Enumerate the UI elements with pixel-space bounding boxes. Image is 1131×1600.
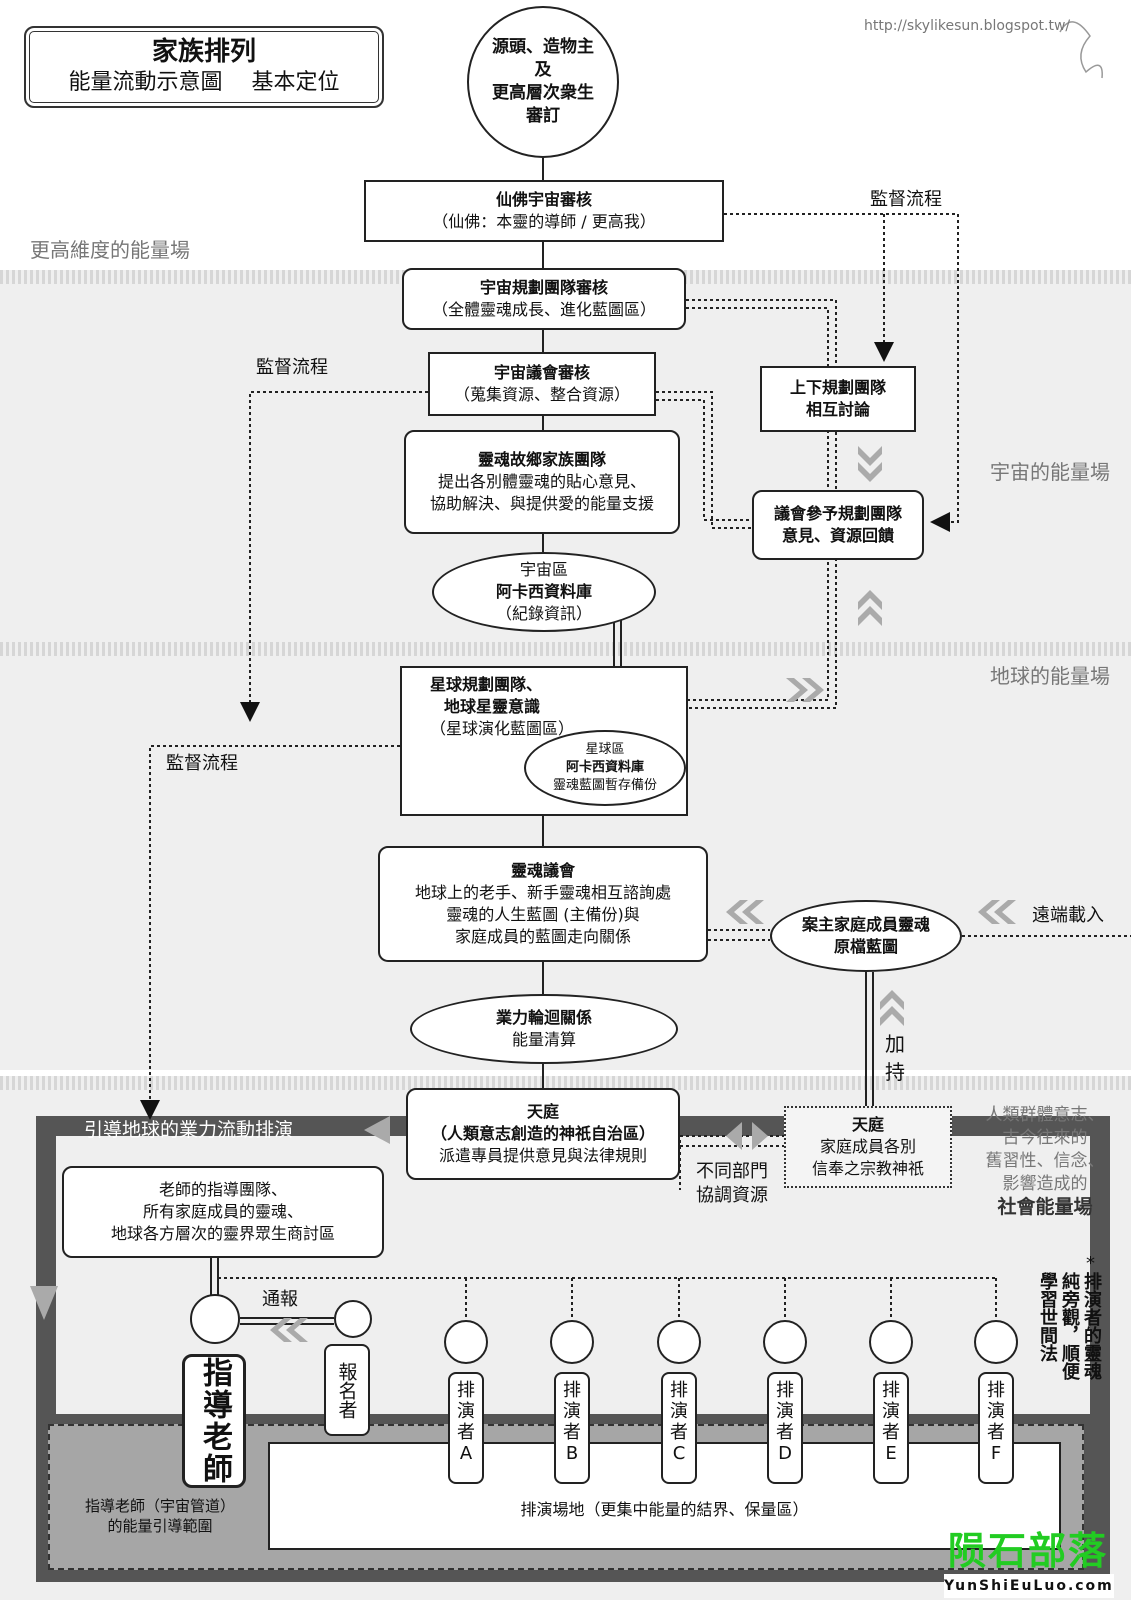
diagram-subtitle: 能量流動示意圖 基本定位 xyxy=(68,70,340,95)
heaven-court-box: 天庭（人類意志創造的神祇自治區）派遣專員提供意見與法律規則 xyxy=(406,1088,680,1180)
note-column-3: 學習世間法 xyxy=(1037,1272,1058,1362)
stage-area-label: 排演場地（更集中能量的結界、保量區） xyxy=(520,1500,809,1519)
cosmic-council-box: 宇宙議會審核（蒐集資源、整合資源） xyxy=(428,352,656,416)
teacher-guidance-team-box: 老師的指導團隊、所有家庭成員的靈魂、地球各方層次的靈界眾生商討區 xyxy=(62,1166,384,1258)
note-column-2: 純旁觀，順便 xyxy=(1059,1272,1080,1380)
karma-reincarnation-ellipse: 業力輪迴關係能量清算 xyxy=(410,994,678,1064)
council-feedback-box: 議會參予規劃團隊意見、資源回饋 xyxy=(752,490,924,560)
client-family-soul-blueprint-ellipse: 案主家庭成員靈魂原檔藍圖 xyxy=(770,900,962,972)
notify-label: 通報 xyxy=(262,1289,298,1310)
immortal-cosmic-review-box: 仙佛宇宙審核（仙佛：本靈的導師 / 更高我） xyxy=(364,180,724,242)
watermark-url: http://skylikesun.blogspot.tw/ xyxy=(864,18,1071,34)
soul-hometown-family-team-box: 靈魂故鄉家族團隊 提出各別體靈魂的貼心意見、協助解決、與提供愛的能量支援 xyxy=(404,430,680,534)
note-column-1: 排演者的靈魂 xyxy=(1081,1272,1102,1380)
akashic-records-cosmic-ellipse: 宇宙區阿卡西資料庫（紀錄資訊） xyxy=(432,552,656,632)
cosmic-planning-team-box: 宇宙規劃團隊審核（全體靈魂成長、進化藍圖區） xyxy=(402,268,686,330)
supervision-label-b: 監督流程 xyxy=(256,357,328,378)
brand-url: YunShiEuLuo.com xyxy=(944,1574,1114,1598)
akashic-records-planet-ellipse: 星球區阿卡西資料庫靈魂藍圖暫存備份 xyxy=(524,730,686,806)
registrant-head xyxy=(334,1300,372,1338)
soul-council-box: 靈魂議會 地球上的老手、新手靈魂相互諮詢處靈魂的人生藍圖 (主備份)與家庭成員的… xyxy=(378,846,708,962)
teacher-range-label: 指導老師（宇宙管道）的能量引導範圍 xyxy=(84,1497,235,1535)
zone-cosmic-label: 宇宙的能量場 xyxy=(990,460,1110,484)
social-energy-field-note: 人類群體意志、古今往來的 舊習性、信念、影響造成的 社會能量場 xyxy=(985,1105,1105,1218)
zone-higher-label: 更高維度的能量場 xyxy=(30,238,190,262)
supervision-label-a: 監督流程 xyxy=(870,189,942,210)
title-block: 家族排列 能量流動示意圖 基本定位 xyxy=(24,26,384,108)
zone-divider-middle xyxy=(0,642,1131,656)
zone-earth-label: 地球的能量場 xyxy=(990,664,1110,688)
guide-teacher-body: 指導老師 xyxy=(182,1354,246,1488)
heaven-family-gods-box: 天庭家庭成員各別信奉之宗教神祇 xyxy=(784,1106,952,1188)
remote-load-label: 遠端載入 xyxy=(1032,905,1104,926)
brand-logo-text: 陨石部落 xyxy=(948,1529,1109,1573)
diagram-title: 家族排列 xyxy=(151,37,256,67)
guide-teacher-head xyxy=(190,1294,240,1344)
department-coordination-label: 不同部門協調資源 xyxy=(696,1161,768,1206)
guide-earth-karma-label: 引導地球的業力流動排演 xyxy=(84,1119,294,1141)
source-creator-circle: 源頭、造物主及 更高層次衆生審訂 xyxy=(467,6,619,158)
zone-divider-bottom xyxy=(0,1076,1131,1090)
note-asterisk: * xyxy=(1086,1253,1095,1274)
planning-teams-discussion-box: 上下規劃團隊相互討論 xyxy=(760,366,916,432)
registrant-body: 報名者 xyxy=(324,1344,370,1436)
supervision-label-c: 監督流程 xyxy=(166,753,238,774)
add-support-label: 加持 xyxy=(885,1032,905,1084)
